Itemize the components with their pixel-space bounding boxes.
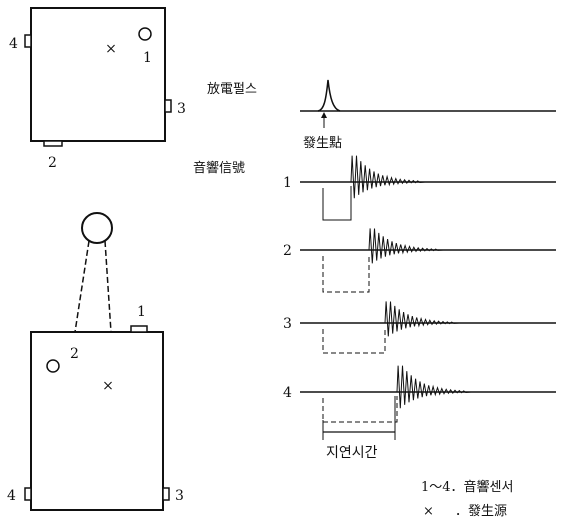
channel-label: 3 bbox=[283, 316, 292, 332]
delay-bracket bbox=[322, 254, 370, 293]
top-view-source-mark: × bbox=[105, 41, 117, 57]
top-view-tank: × 1 2 3 4 bbox=[9, 7, 186, 171]
signal-burst bbox=[384, 301, 460, 337]
side-view-sensor-1-box bbox=[130, 325, 148, 333]
legend-source-text: ．發生源 bbox=[455, 504, 507, 519]
side-view-label-2: 2 bbox=[70, 346, 79, 362]
side-view-source-mark: × bbox=[102, 378, 114, 394]
channel-label: 1 bbox=[283, 175, 292, 191]
side-view-bushing-right bbox=[104, 240, 112, 333]
side-view-sensor-2-circle bbox=[46, 359, 60, 373]
delay-time-label: 지연시간 bbox=[326, 445, 378, 461]
top-view-label-3: 3 bbox=[177, 101, 186, 117]
side-view-label-3: 3 bbox=[175, 488, 184, 504]
origin-label: 發生點 bbox=[303, 136, 342, 151]
side-view-tank: × 1 2 3 4 bbox=[7, 212, 184, 511]
origin-marker-arrowhead bbox=[321, 112, 327, 118]
acoustic-signal-traces: 1 2 3 4 bbox=[283, 155, 556, 440]
side-view-body bbox=[30, 331, 164, 511]
top-view-sensor-4-box bbox=[24, 34, 32, 48]
top-view-label-2: 2 bbox=[48, 155, 57, 171]
side-view-sensor-4-box bbox=[24, 487, 32, 501]
signal-burst bbox=[350, 155, 426, 199]
legend-sensors: 1～4．音響센서 bbox=[421, 479, 513, 495]
side-view-label-4: 4 bbox=[7, 488, 16, 504]
legend: 1～4．音響센서 × ．發生源 bbox=[421, 479, 513, 519]
side-view-bushing-left bbox=[74, 240, 90, 333]
delay-time-indicator: 지연시간 bbox=[323, 431, 395, 461]
delay-bracket bbox=[322, 186, 352, 221]
channel-label: 4 bbox=[283, 385, 292, 401]
delay-bracket bbox=[322, 327, 386, 354]
top-view-sensor-3-box bbox=[164, 99, 172, 113]
acoustic-signals-label: 音響信號 bbox=[193, 160, 245, 176]
top-view-label-1: 1 bbox=[143, 50, 152, 66]
discharge-pulse-label: 放電펄스 bbox=[207, 82, 257, 97]
signal-burst bbox=[368, 228, 444, 264]
delay-bracket bbox=[322, 396, 398, 423]
top-view-label-4: 4 bbox=[9, 36, 18, 52]
side-view-sensor-3-box bbox=[162, 487, 170, 501]
top-view-body bbox=[30, 7, 166, 142]
legend-source-symbol: × bbox=[423, 504, 434, 519]
discharge-pulse-trace: 放電펄스 發生點 bbox=[207, 79, 556, 151]
side-view-label-1: 1 bbox=[137, 304, 146, 320]
discharge-spike bbox=[317, 79, 341, 112]
channel-label: 2 bbox=[283, 243, 292, 259]
top-view-sensor-1-circle bbox=[138, 27, 152, 41]
top-view-sensor-2-box bbox=[43, 140, 63, 147]
side-view-bushing-top bbox=[81, 212, 113, 244]
signal-burst bbox=[396, 365, 472, 409]
